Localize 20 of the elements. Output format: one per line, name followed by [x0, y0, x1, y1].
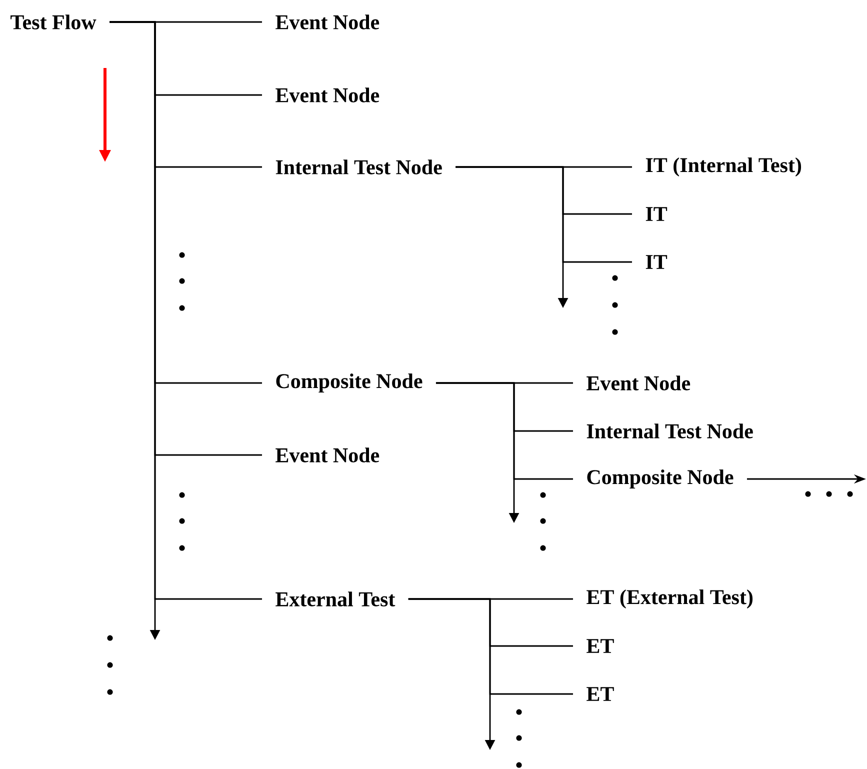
connector-line [436, 382, 573, 480]
connector-line [456, 166, 632, 263]
connector-line [408, 598, 573, 695]
node-label: ET [586, 687, 614, 701]
node-label: Test Flow [10, 14, 96, 30]
node-label: External Test [276, 592, 396, 606]
node-label: Event Node [276, 448, 380, 462]
node-label: Event Node [276, 14, 380, 30]
node-label: Internal Test Node [586, 424, 753, 438]
connector-line [110, 21, 262, 600]
node-label: ET (External Test) [586, 590, 753, 609]
node-label: Internal Test Node [276, 160, 442, 174]
node-label: Composite Node [276, 373, 422, 393]
node-label: IT [646, 255, 668, 269]
node-label: Event Node [276, 88, 380, 102]
node-label: IT (Internal Test) [646, 157, 802, 177]
node-label: ET [586, 639, 614, 653]
node-label: Event Node [586, 376, 690, 390]
node-label: IT [646, 207, 668, 221]
node-label: Composite Node [587, 470, 734, 489]
